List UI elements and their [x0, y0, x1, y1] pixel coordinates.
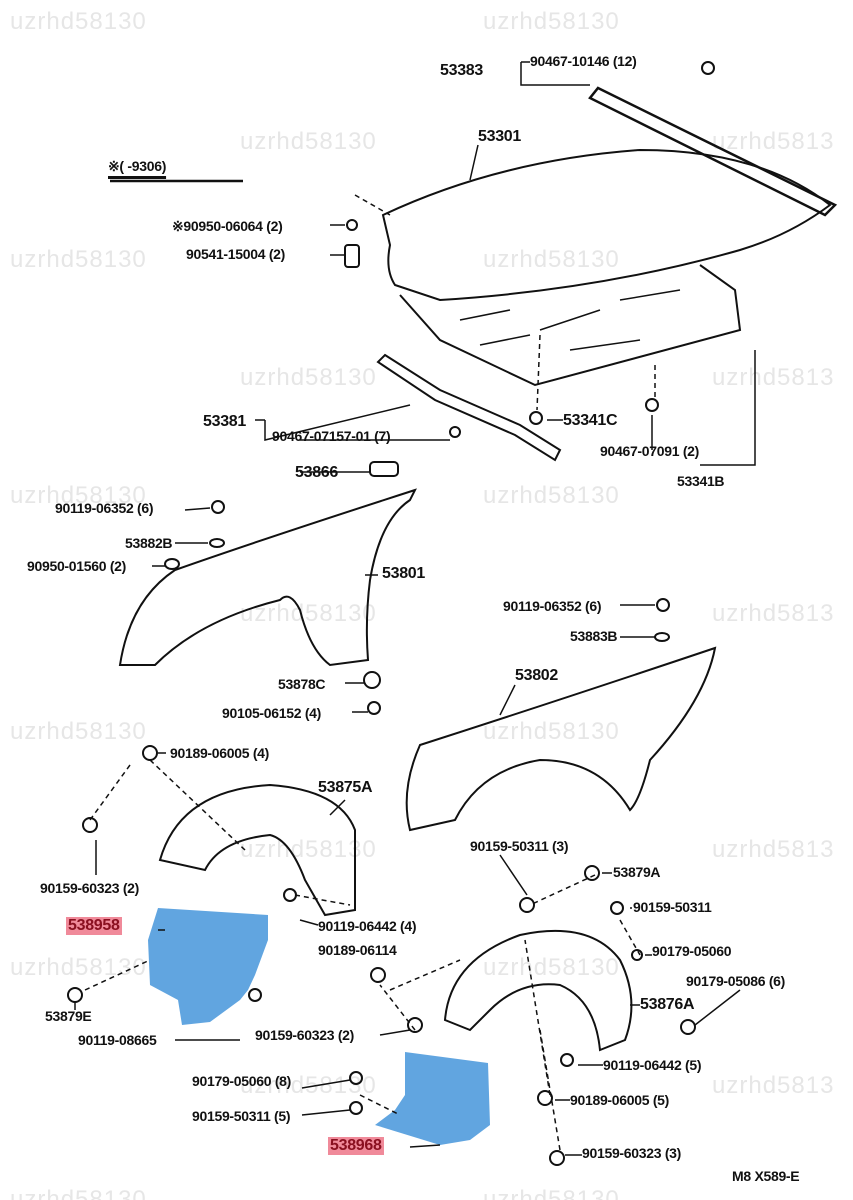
part-label: 90467-07091 (2): [600, 443, 700, 459]
seal-53381: [376, 353, 562, 462]
watermark: uzrhd58130: [483, 246, 620, 273]
part-label: 90159-50311 (3): [470, 838, 569, 854]
part-label: 53341C: [563, 412, 618, 429]
watermark: uzrhd58130: [10, 954, 147, 981]
part-label: 90950-01560 (2): [27, 558, 127, 574]
watermark: uzrhd5813: [712, 364, 835, 391]
part-label: 90159-50311: [633, 899, 712, 915]
watermark: uzrhd5813: [712, 128, 835, 155]
part-label: ※90950-06064 (2): [172, 218, 283, 234]
part-label: 90119-06442 (5): [603, 1057, 702, 1073]
part-label: 53802: [515, 667, 558, 684]
liner-53875A: [158, 783, 356, 917]
part-label: 90119-06352 (6): [503, 598, 602, 614]
watermark: uzrhd5813: [712, 600, 835, 627]
part-label: 90119-06352 (6): [55, 500, 154, 516]
part-label: 90179-05060 (8): [192, 1073, 292, 1089]
part-label: 90179-05060: [652, 943, 732, 959]
highlighted-part-label: 538968: [328, 1137, 384, 1155]
watermark: uzrhd58130: [10, 482, 147, 509]
part-label: 90467-07157-01 (7): [272, 428, 391, 444]
part-label: 53882B: [125, 535, 173, 551]
watermark: uzrhd58130: [10, 8, 147, 35]
watermark: uzrhd5813: [712, 1072, 835, 1099]
note-date-range: ※( -9306): [108, 158, 167, 174]
fender-53801: [118, 488, 417, 667]
part-label: 90189-06005 (4): [170, 745, 270, 761]
part-label: 53879E: [45, 1008, 92, 1024]
part-label: 53883B: [570, 628, 618, 644]
liner-53876A: [443, 929, 633, 1052]
part-label: 90119-08665: [78, 1032, 157, 1048]
highlighted-part-label: 538958: [66, 917, 122, 935]
part-label: 90119-06442 (4): [318, 918, 417, 934]
part-label: 90541-15004 (2): [186, 246, 286, 262]
part-label: 53301: [478, 128, 521, 145]
watermark: uzrhd5813: [712, 836, 835, 863]
part-label: 90159-50311 (5): [192, 1108, 291, 1124]
part-label: 53801: [382, 565, 425, 582]
watermark: uzrhd58130: [483, 482, 620, 509]
part-label: 53876A: [640, 996, 695, 1013]
watermark: uzrhd58130: [483, 718, 620, 745]
part-label: 90105-06152 (4): [222, 705, 322, 721]
watermark: uzrhd58130: [240, 364, 377, 391]
part-label: 90189-06114: [318, 942, 397, 958]
watermark: uzrhd58130: [10, 1186, 147, 1200]
part-label: 90467-10146 (12): [530, 53, 637, 69]
watermark: uzrhd58130: [483, 8, 620, 35]
watermark: uzrhd58130: [10, 246, 147, 273]
part-label: 90189-06005 (5): [570, 1092, 670, 1108]
part-label: 90159-60323 (2): [255, 1027, 355, 1043]
hood-frame: [399, 264, 742, 387]
watermark: uzrhd58130: [240, 128, 377, 155]
fender-53802: [405, 646, 717, 832]
watermark: uzrhd58130: [240, 1072, 377, 1099]
part-label: 90159-60323 (3): [582, 1145, 682, 1161]
diagram-code: M8 X589-E: [732, 1168, 800, 1184]
part-label: 53879A: [613, 864, 661, 880]
watermark: uzrhd58130: [483, 954, 620, 981]
part-label: 53383: [440, 62, 483, 79]
part-label: 53875A: [318, 779, 373, 796]
watermark: uzrhd58130: [240, 836, 377, 863]
seal-53383: [588, 86, 838, 217]
part-label: 53341B: [677, 473, 725, 489]
watermark: uzrhd58130: [483, 1186, 620, 1200]
hood-53301: [381, 148, 832, 302]
part-label: 90179-05086 (6): [686, 973, 786, 989]
part-label: 53878C: [278, 676, 326, 692]
part-label: 90159-60323 (2): [40, 880, 140, 896]
part-label: 53866: [295, 464, 338, 481]
highlight-538958: [148, 908, 268, 1025]
watermark: uzrhd58130: [10, 718, 147, 745]
part-label: 53381: [203, 413, 246, 430]
highlight-538968: [375, 1052, 490, 1145]
